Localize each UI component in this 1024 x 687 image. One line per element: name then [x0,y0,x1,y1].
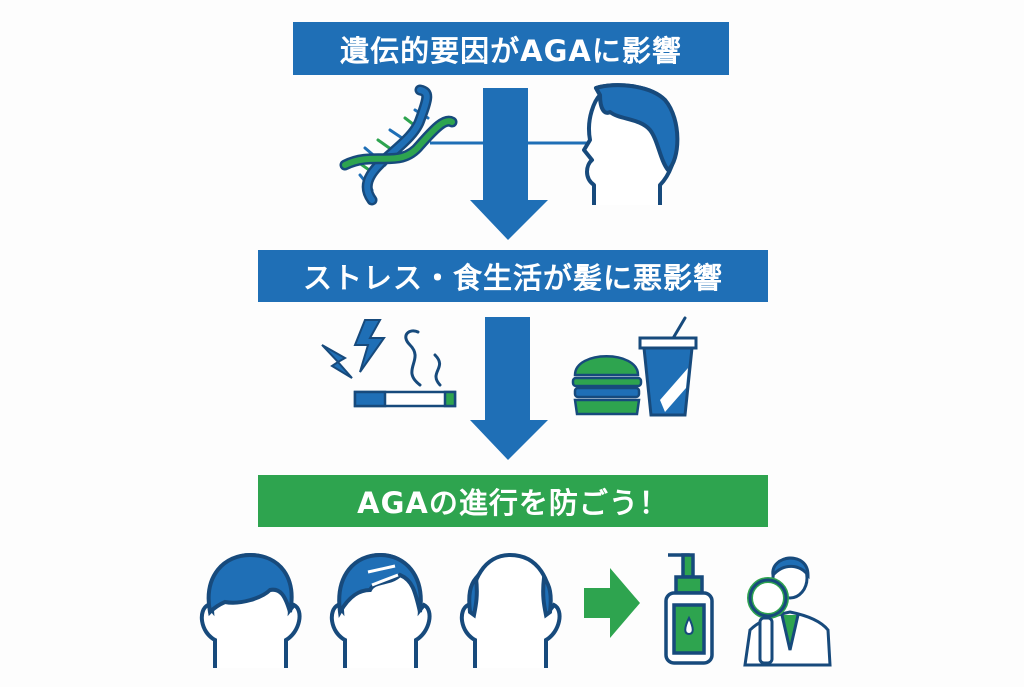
doctor-magnifier-icon [743,556,832,667]
bald-head-icon [459,552,562,668]
step-2-banner: ストレス・食生活が髪に悪影響 [258,250,768,302]
cigarette-icon [353,390,457,408]
smoke-icon [404,329,442,387]
stress-lightning-icon [321,319,386,379]
step-1-label: 遺伝的要因がAGAに影響 [340,33,682,68]
step-3-label: AGAの進行を防ごう！ [357,486,669,520]
man-profile-icon [582,83,680,205]
down-arrow-1 [470,88,548,240]
step-3-banner: AGAの進行を防ごう！ [258,475,768,527]
step-1-banner: 遺伝的要因がAGAに影響 [293,22,729,75]
hair-tonic-bottle-icon [664,553,714,665]
soft-drink-icon [638,316,698,417]
dna-icon [339,84,458,206]
full-hair-head-icon [199,552,302,668]
down-arrow-2 [470,317,548,460]
green-arrow-icon [584,568,640,638]
step-2-label: ストレス・食生活が髪に悪影響 [302,261,723,295]
burger-icon [571,355,643,416]
thinning-hair-head-icon [329,552,432,668]
